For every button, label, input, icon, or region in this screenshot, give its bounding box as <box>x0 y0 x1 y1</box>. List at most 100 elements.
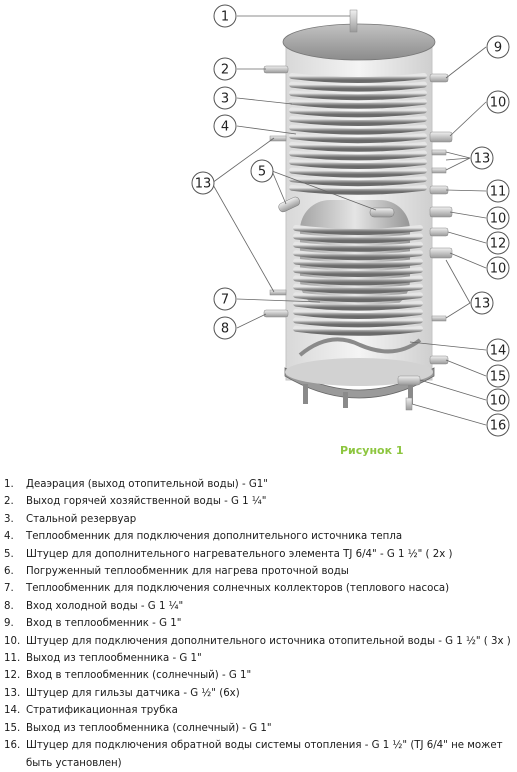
legend-item-number: 11. <box>4 653 21 665</box>
coil-turn <box>293 267 423 277</box>
callout-number: 7 <box>221 293 229 308</box>
sensor-port <box>431 149 447 156</box>
legend-item: 4.Теплообменник для подключения дополнит… <box>4 528 515 545</box>
coil-turn <box>293 283 423 294</box>
legend-item-text: Выход из теплообменника (солнечный) - G … <box>26 722 272 734</box>
legend-item: 13. Штуцер для гильзы датчика - G ½" (6x) <box>4 685 515 702</box>
legend-item-number: 14. <box>4 705 21 717</box>
coil-turn <box>293 317 423 328</box>
coil-turn <box>293 241 423 252</box>
coil-turn <box>289 184 427 195</box>
legend-item: 11. Выход из теплообменника - G 1" <box>4 650 515 667</box>
legend-item-text: Теплообменник для подключения солнечных … <box>26 583 450 595</box>
legend-item: 12.Вход в теплообменник (солнечный) - G … <box>4 667 515 684</box>
coil-turn <box>289 90 427 101</box>
coil-turn <box>293 250 423 261</box>
figure-caption: Рисунок 1 <box>340 444 404 457</box>
tank-bottom-cap <box>284 367 435 399</box>
callout-12: 12 <box>486 231 510 255</box>
solar-inlet-nozzle <box>429 227 449 237</box>
auxiliary-port <box>429 247 453 259</box>
sensor-port <box>431 167 447 174</box>
callout-10: 10 <box>486 256 510 280</box>
deaeration-pipe <box>349 9 358 33</box>
solar-heat-exchanger-coil <box>293 225 423 336</box>
callout-13: 13 <box>470 146 494 170</box>
callout-number: 1 <box>221 10 229 25</box>
legend-item: 2. Выход горячей хозяйственной воды - G 1… <box>4 493 515 510</box>
callout-number: 10 <box>490 96 507 111</box>
sensor-port <box>431 315 447 322</box>
legend-item-number: 1. <box>4 479 14 490</box>
sensor-port <box>269 289 287 296</box>
callout-number: 11 <box>490 185 507 200</box>
legend-item-number: 5. <box>4 548 14 560</box>
coil-turn <box>289 116 427 126</box>
callout-14: 14 <box>486 338 510 362</box>
coil-turn <box>289 124 427 135</box>
callout-3: 3 <box>213 86 237 110</box>
legend-item: 7. Теплообменник для подключения солнечны… <box>4 580 515 597</box>
heat-exchanger-inlet-nozzle <box>429 73 449 83</box>
coil-turn <box>289 133 427 144</box>
coil-turn <box>293 275 423 286</box>
callout-10: 10 <box>486 90 510 114</box>
coil-turn <box>293 300 423 311</box>
tank-leg <box>343 392 348 408</box>
coil-turn <box>289 150 427 161</box>
coil-turn <box>289 176 427 187</box>
heat-exchanger-outlet-nozzle <box>429 185 449 195</box>
legend-item-number: 9. <box>4 618 14 630</box>
callout-number: 13 <box>195 177 212 192</box>
coil-turn <box>293 233 423 244</box>
legend-item-text: Штуцер для подключения обратной воды сис… <box>26 740 503 769</box>
callout-number: 2 <box>221 63 229 78</box>
legend-item-text: Теплообменник для подключения дополнител… <box>26 531 403 543</box>
callout-5: 5 <box>250 159 274 183</box>
callout-number: 10 <box>490 394 507 409</box>
cold-water-inlet-nozzle <box>263 309 289 318</box>
legend-item: 8. Вход холодной воды - G 1 ¼" <box>4 598 515 615</box>
coil-turn <box>289 81 427 92</box>
coil-turn <box>289 167 427 178</box>
legend-item-text: Штуцер для гильзы датчика - G ½" (6x) <box>26 687 240 699</box>
legend-item-text: Вход в теплообменник (солнечный) - G 1" <box>26 670 252 682</box>
coil-turn <box>293 325 423 336</box>
tank-leg <box>408 384 413 404</box>
legend-item-text: Погруженный теплообменник для нагрева пр… <box>26 566 349 578</box>
tank-top-cap <box>282 23 436 61</box>
legend-item: 9. Вход в теплообменник - G 1" <box>4 615 515 632</box>
legend-item-number: 16. <box>4 740 21 752</box>
heating-element-port <box>369 207 395 218</box>
legend-item-text: Выход из теплообменника - G 1" <box>26 653 202 665</box>
callout-15: 15 <box>486 364 510 388</box>
legend-item-number: 13. <box>4 687 21 699</box>
callout-number: 16 <box>490 419 507 434</box>
legend-item-number: 7. <box>4 583 14 595</box>
legend-item-text: Выход горячей хозяйственной воды - G 1 ¼… <box>26 496 267 508</box>
callout-number: 13 <box>474 297 491 312</box>
callout-10: 10 <box>486 206 510 230</box>
callout-number: 13 <box>474 152 491 167</box>
callout-number: 8 <box>221 322 229 337</box>
legend-item-number: 8. <box>4 600 14 612</box>
legend-item: 10.Штуцер для подключения дополнительног… <box>4 633 515 650</box>
callout-2: 2 <box>213 57 237 81</box>
legend-item: 14.Стратификационная трубка <box>4 702 515 719</box>
legend-item-number: 2. <box>4 496 14 508</box>
coil-turn <box>293 292 423 303</box>
coil-turn <box>289 107 427 118</box>
sensor-port <box>269 135 287 142</box>
coil-turn <box>293 258 423 269</box>
callout-number: 10 <box>490 212 507 227</box>
legend-item-text: Вход холодной воды - G 1 ¼" <box>26 600 184 612</box>
legend-item: 1.Деаэрация (выход отопительной воды) - … <box>4 476 515 493</box>
coil-turn <box>289 73 427 83</box>
legend-item-text: Вход в теплообменник - G 1" <box>26 618 182 630</box>
return-water-nozzle <box>405 397 413 411</box>
coil-turn <box>289 141 427 152</box>
callout-4: 4 <box>213 114 237 138</box>
legend-item-number: 3. <box>4 513 14 525</box>
callout-number: 14 <box>490 344 507 359</box>
